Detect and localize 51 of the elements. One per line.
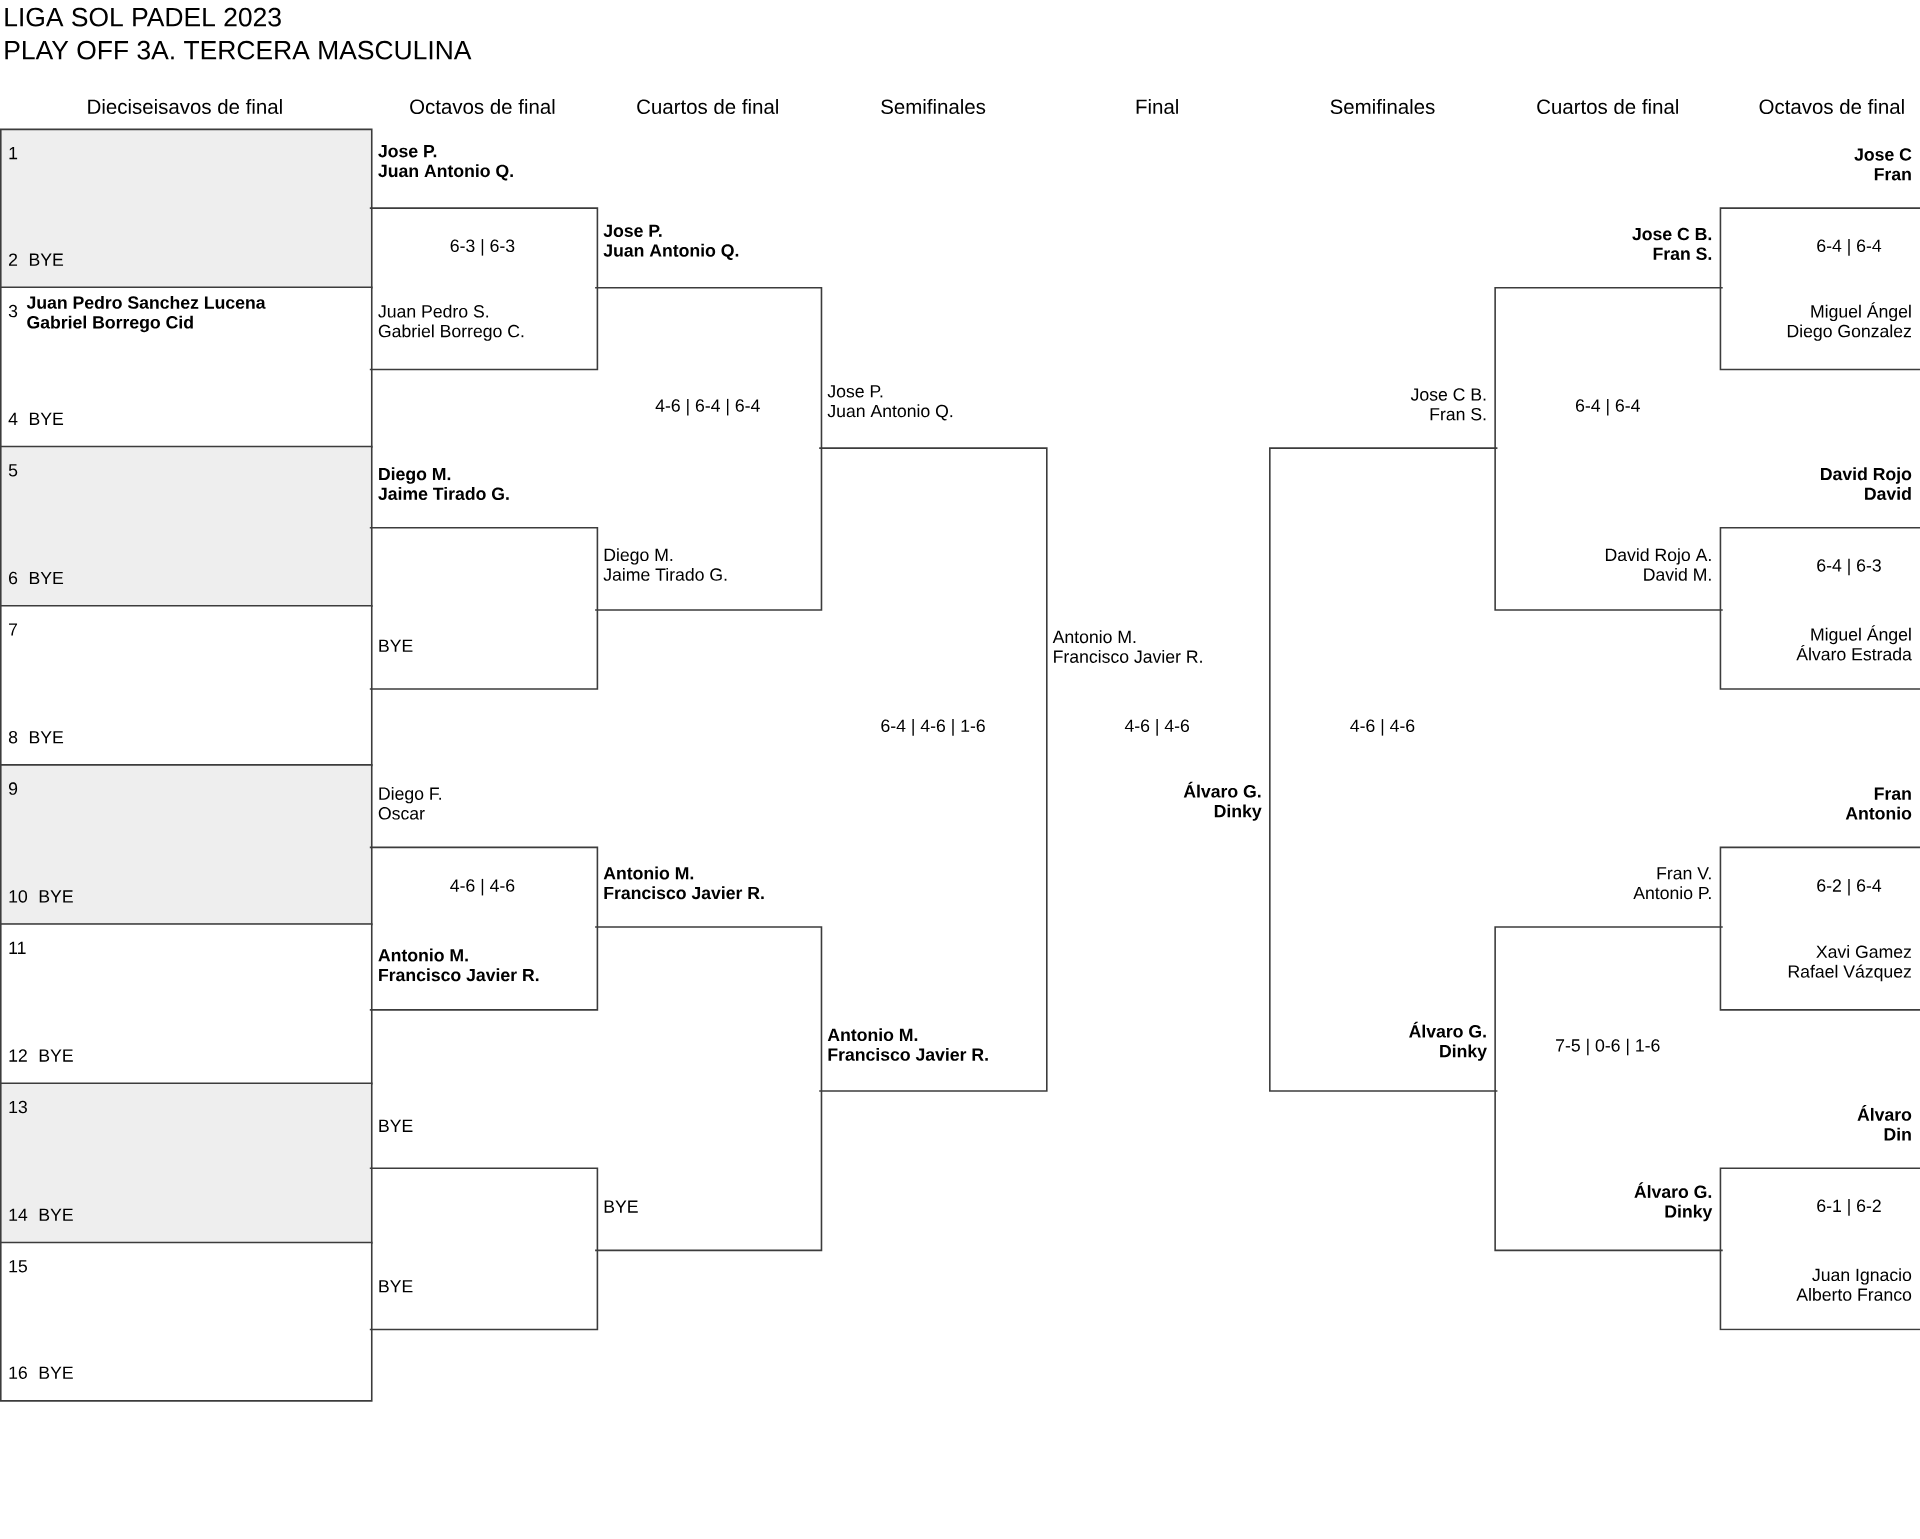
team-name: Jose P. Juan Antonio Q. [603, 224, 739, 260]
draw-slot-box: 11 12 BYE [0, 923, 373, 1085]
team-name: BYE [604, 1200, 638, 1213]
draw-slot-box: 13 14 BYE [0, 1082, 373, 1244]
round-heading: Final [1136, 98, 1178, 114]
round-heading: Cuartos de final [1537, 98, 1678, 114]
team-name: Antonio M. Francisco Javier R. [1052, 630, 1202, 663]
title: LIGA SOL PADEL 2023 [5, 7, 281, 27]
team-name: David Rojo David [1821, 467, 1912, 500]
team-name: BYE [379, 1119, 413, 1132]
team-name: Álvaro Din [1857, 1104, 1912, 1141]
team-name: Álvaro G. Dinky [1634, 1182, 1713, 1222]
round-heading: Cuartos de final [637, 98, 778, 114]
round-heading: Octavos de final [1759, 98, 1904, 114]
team-name: Diego M. Jaime Tirado G. [603, 548, 727, 581]
team-name: Juan Pedro S. Gabriel Borrego C. [378, 304, 524, 341]
round-heading: Semifinales [881, 98, 986, 114]
team-name: Juan Pedro Sanchez Lucena Gabriel Borrego Cid [26, 295, 266, 333]
round-heading: Semifinales [1330, 98, 1435, 114]
team-name: Diego M. Jaime Tirado G. [378, 467, 509, 500]
team-name: Álvaro G. Dinky [1183, 781, 1262, 821]
match-bracket [594, 926, 823, 1252]
draw-slot-box: 9 10 BYE [0, 764, 373, 926]
team-name: BYE [379, 639, 413, 652]
team-name: Fran V. Antonio P. [1633, 867, 1711, 900]
team-name: Jose C B. Fran S. [1632, 227, 1712, 260]
draw-slot-box: 1 2 BYE [0, 128, 373, 289]
title: PLAY OFF 3A. TERCERA MASCULINA [5, 40, 472, 60]
team-name: Jose C Fran [1854, 148, 1912, 181]
draw-slot-box: 7 8 BYE [0, 604, 373, 767]
team-name: Juan Ignacio Alberto Franco [1796, 1268, 1912, 1301]
team-name: Miguel Ángel Álvaro Estrada [1796, 625, 1912, 661]
team-name: Fran Antonio [1845, 787, 1912, 820]
team-name: Diego F. Oscar [378, 786, 441, 820]
match-bracket [369, 1167, 599, 1331]
team-name: David Rojo A. David M. [1605, 548, 1711, 581]
team-name: Antonio M. Francisco Javier R. [378, 948, 539, 982]
match-score: 4-6 | 4-6 [1124, 719, 1189, 736]
team-name: BYE [379, 1280, 413, 1293]
match-bracket [369, 526, 599, 690]
round-heading: Octavos de final [410, 98, 555, 114]
team-name: Xavi Gamez Rafael Vázquez [1788, 945, 1911, 982]
team-name: Antonio M. Francisco Javier R. [603, 866, 764, 900]
team-name: Miguel Ángel Diego Gonzalez [1787, 302, 1911, 341]
draw-slot-box: 5 6 BYE [0, 445, 373, 607]
draw-slot-box: 15 16 BYE [0, 1241, 373, 1402]
team-name: Jose P. Juan Antonio Q. [378, 145, 513, 181]
team-name: Jose P. Juan Antonio Q. [827, 385, 953, 421]
team-name: Jose C B. Fran S. [1410, 388, 1486, 421]
team-name: Antonio M. Francisco Javier R. [827, 1028, 988, 1061]
team-name: Álvaro G. Dinky [1409, 1021, 1487, 1061]
